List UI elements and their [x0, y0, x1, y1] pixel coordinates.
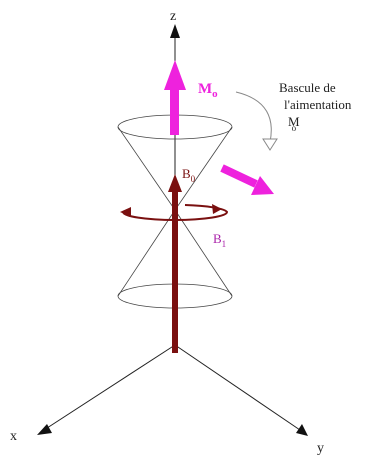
z-axis-arrowhead	[170, 24, 180, 38]
y-axis-label: y	[317, 441, 324, 456]
b1-rotation-arrow-right	[212, 204, 222, 214]
y-axis-arrowhead	[296, 424, 308, 436]
z-axis-label: z	[170, 9, 176, 24]
m0-vector	[164, 60, 186, 135]
x-axis-label: x	[10, 429, 17, 444]
tilted-magnetization-vector	[222, 168, 274, 195]
cone-top-left-edge	[118, 127, 175, 210]
tilted-arrow-shaft	[222, 168, 256, 184]
tilt-callout-arrowhead	[263, 139, 277, 150]
tilt-callout-curve	[236, 92, 271, 142]
tilt-callout	[236, 92, 277, 150]
y-axis	[175, 345, 300, 430]
b0-arrowhead	[168, 174, 182, 192]
b0-label: B0	[182, 166, 196, 184]
tilt-annotation-line3: Mo	[288, 114, 300, 133]
cone-bottom-right-edge	[175, 210, 232, 296]
m0-arrow-shaft	[170, 88, 179, 135]
m0-label: Mo	[198, 81, 218, 100]
tilt-annotation-line1: Bascule de	[279, 80, 336, 95]
tilt-annotation-line2: l'aimentation	[284, 97, 352, 112]
m0-arrowhead	[164, 60, 186, 90]
b0-vector	[168, 174, 182, 353]
cone-bottom-left-edge	[118, 210, 175, 296]
x-axis-arrowhead	[37, 424, 52, 435]
b0-arrow-shaft	[172, 190, 178, 353]
axes: z x y	[10, 9, 324, 456]
b1-label: B1	[213, 231, 226, 249]
x-axis	[44, 345, 175, 430]
tilt-annotation: Bascule de l'aimentation Mo	[279, 80, 352, 133]
